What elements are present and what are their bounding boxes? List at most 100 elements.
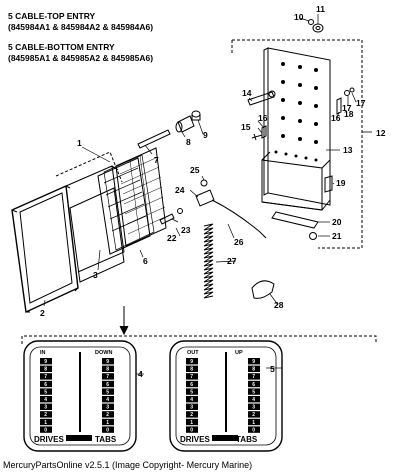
panel-right-b-key-8 bbox=[248, 365, 260, 372]
panel-right-a-key-7 bbox=[186, 373, 198, 380]
panel-left-b-key-label-1: 1 bbox=[106, 420, 109, 426]
mounting-plate bbox=[267, 47, 331, 206]
callout-16b: 16 bbox=[331, 113, 341, 123]
panel-right-label-out: OUT bbox=[187, 350, 199, 356]
panel-left-b-key-3 bbox=[102, 403, 114, 410]
part-numbers-top-entry: (845984A1 & 845984A2 & 845984A6) bbox=[8, 22, 154, 32]
panel-left-a-key-label-0: 0 bbox=[44, 427, 47, 433]
panel-left-a-key-6 bbox=[40, 380, 52, 388]
callout-17a: 17 bbox=[342, 103, 352, 113]
nut-small bbox=[308, 19, 314, 25]
callout-14: 14 bbox=[242, 88, 252, 98]
panel-left-a-key-1 bbox=[40, 418, 52, 426]
panel-left-b-key-7 bbox=[102, 373, 114, 380]
panel-right-label-drives: DRIVES bbox=[180, 435, 210, 444]
panel-right-b-key-0 bbox=[248, 426, 260, 433]
panel-left-a-key-9 bbox=[40, 358, 52, 365]
callout-25: 25 bbox=[190, 165, 200, 175]
panel-right-b-key-4 bbox=[248, 396, 260, 403]
panel-right-a-key-label-4: 4 bbox=[190, 397, 193, 403]
panel-left-a-key-label-8: 8 bbox=[44, 367, 47, 373]
panel-left-b-key-2 bbox=[102, 411, 114, 418]
callout-11: 11 bbox=[316, 4, 325, 14]
panel-right-b-key-label-1: 1 bbox=[252, 420, 255, 426]
panel-right-a-key-label-3: 3 bbox=[190, 405, 193, 411]
face-plate bbox=[69, 187, 125, 283]
callout-3: 3 bbox=[93, 270, 98, 280]
panel-right-b-key-label-9: 9 bbox=[252, 359, 255, 365]
panel-left-a-key-label-7: 7 bbox=[44, 374, 47, 380]
panel-left-a-key-label-6: 6 bbox=[44, 382, 47, 388]
panel-left-label-tabs: TABS bbox=[95, 435, 117, 444]
callout-13: 13 bbox=[343, 145, 353, 155]
panel-left-a-key-5 bbox=[40, 388, 52, 395]
panel-left-b-key-label-0: 0 bbox=[106, 427, 109, 433]
callout-19: 19 bbox=[336, 178, 346, 188]
panel-right-a-key-5 bbox=[186, 388, 198, 395]
panel-left-b-key-6 bbox=[102, 380, 114, 388]
panel-right-b-key-5 bbox=[248, 388, 260, 395]
panel-right-a-key-6 bbox=[186, 380, 198, 388]
panel-left-a-key-4 bbox=[40, 396, 52, 403]
callout-12: 12 bbox=[376, 128, 386, 138]
panel-left-b-key-label-8: 8 bbox=[106, 367, 109, 373]
callout-16a: 16 bbox=[258, 113, 268, 123]
panel-left-a-key-8 bbox=[40, 365, 52, 372]
panel-left-b-key-5 bbox=[102, 388, 114, 395]
knob bbox=[177, 115, 195, 133]
panel-left-b-key-0 bbox=[102, 426, 114, 433]
panel-right-b-key-label-3: 3 bbox=[252, 405, 255, 411]
cable bbox=[211, 199, 267, 239]
panel-right-b-key-label-4: 4 bbox=[252, 397, 255, 403]
panel-left-b-key-1 bbox=[102, 418, 114, 426]
callout-27: 27 bbox=[227, 256, 237, 266]
panel-left-b-key-label-7: 7 bbox=[106, 374, 109, 380]
spring bbox=[203, 223, 214, 299]
callout-2: 2 bbox=[40, 308, 45, 318]
brand-logo-left bbox=[66, 435, 92, 441]
callout-10: 10 bbox=[294, 12, 304, 22]
callout-26: 26 bbox=[234, 237, 244, 247]
panel-right-b-key-label-2: 2 bbox=[252, 412, 255, 418]
panel-left-b-key-label-6: 6 bbox=[106, 382, 109, 388]
panel-right-a-key-label-2: 2 bbox=[190, 412, 193, 418]
panel-left-b-key-4 bbox=[102, 396, 114, 403]
panel-right-a-key-label-1: 1 bbox=[190, 420, 193, 426]
panel-right-a-key-label-8: 8 bbox=[190, 367, 193, 373]
panel-left-a-key-label-3: 3 bbox=[44, 405, 47, 411]
callout-1: 1 bbox=[77, 138, 82, 148]
panel-right-b-key-6 bbox=[248, 380, 260, 388]
brand-logo-right bbox=[212, 435, 238, 441]
callout-24: 24 bbox=[175, 185, 185, 195]
panel-right-a-key-label-7: 7 bbox=[190, 374, 193, 380]
panel-left-b-key-label-9: 9 bbox=[106, 359, 109, 365]
callout-22: 22 bbox=[167, 233, 177, 243]
panel-left-a-key-2 bbox=[40, 411, 52, 418]
panel-right-b-key-1 bbox=[248, 418, 260, 426]
callout-6: 6 bbox=[143, 256, 148, 266]
panel-right-a-key-2 bbox=[186, 411, 198, 418]
panel-left-b-key-8 bbox=[102, 365, 114, 372]
circuit-board bbox=[115, 147, 167, 247]
panel-right-label-up: UP bbox=[235, 350, 243, 356]
panel-right-b-key-label-5: 5 bbox=[252, 389, 255, 395]
callout-20: 20 bbox=[332, 217, 342, 227]
rod bbox=[247, 91, 275, 106]
panel-right-b-key-3 bbox=[248, 403, 260, 410]
panel-right-label-tabs: TABS bbox=[236, 435, 258, 444]
panel-right-a-key-1 bbox=[186, 418, 198, 426]
panel-left-a-key-7 bbox=[40, 373, 52, 380]
panel-right-b-key-9 bbox=[248, 358, 260, 365]
boot-cap bbox=[251, 280, 275, 299]
title-bottom-entry: 5 CABLE-BOTTOM ENTRY bbox=[8, 42, 115, 52]
panel-right-a-key-label-5: 5 bbox=[190, 389, 193, 395]
panel-right-b-key-label-6: 6 bbox=[252, 382, 255, 388]
panel-left-a-key-label-1: 1 bbox=[44, 420, 47, 426]
panel-left-label-down: DOWN bbox=[95, 350, 112, 356]
panel-right-a-key-4 bbox=[186, 396, 198, 403]
callout-7: 7 bbox=[154, 155, 159, 165]
panel-left-b-key-label-2: 2 bbox=[106, 412, 109, 418]
